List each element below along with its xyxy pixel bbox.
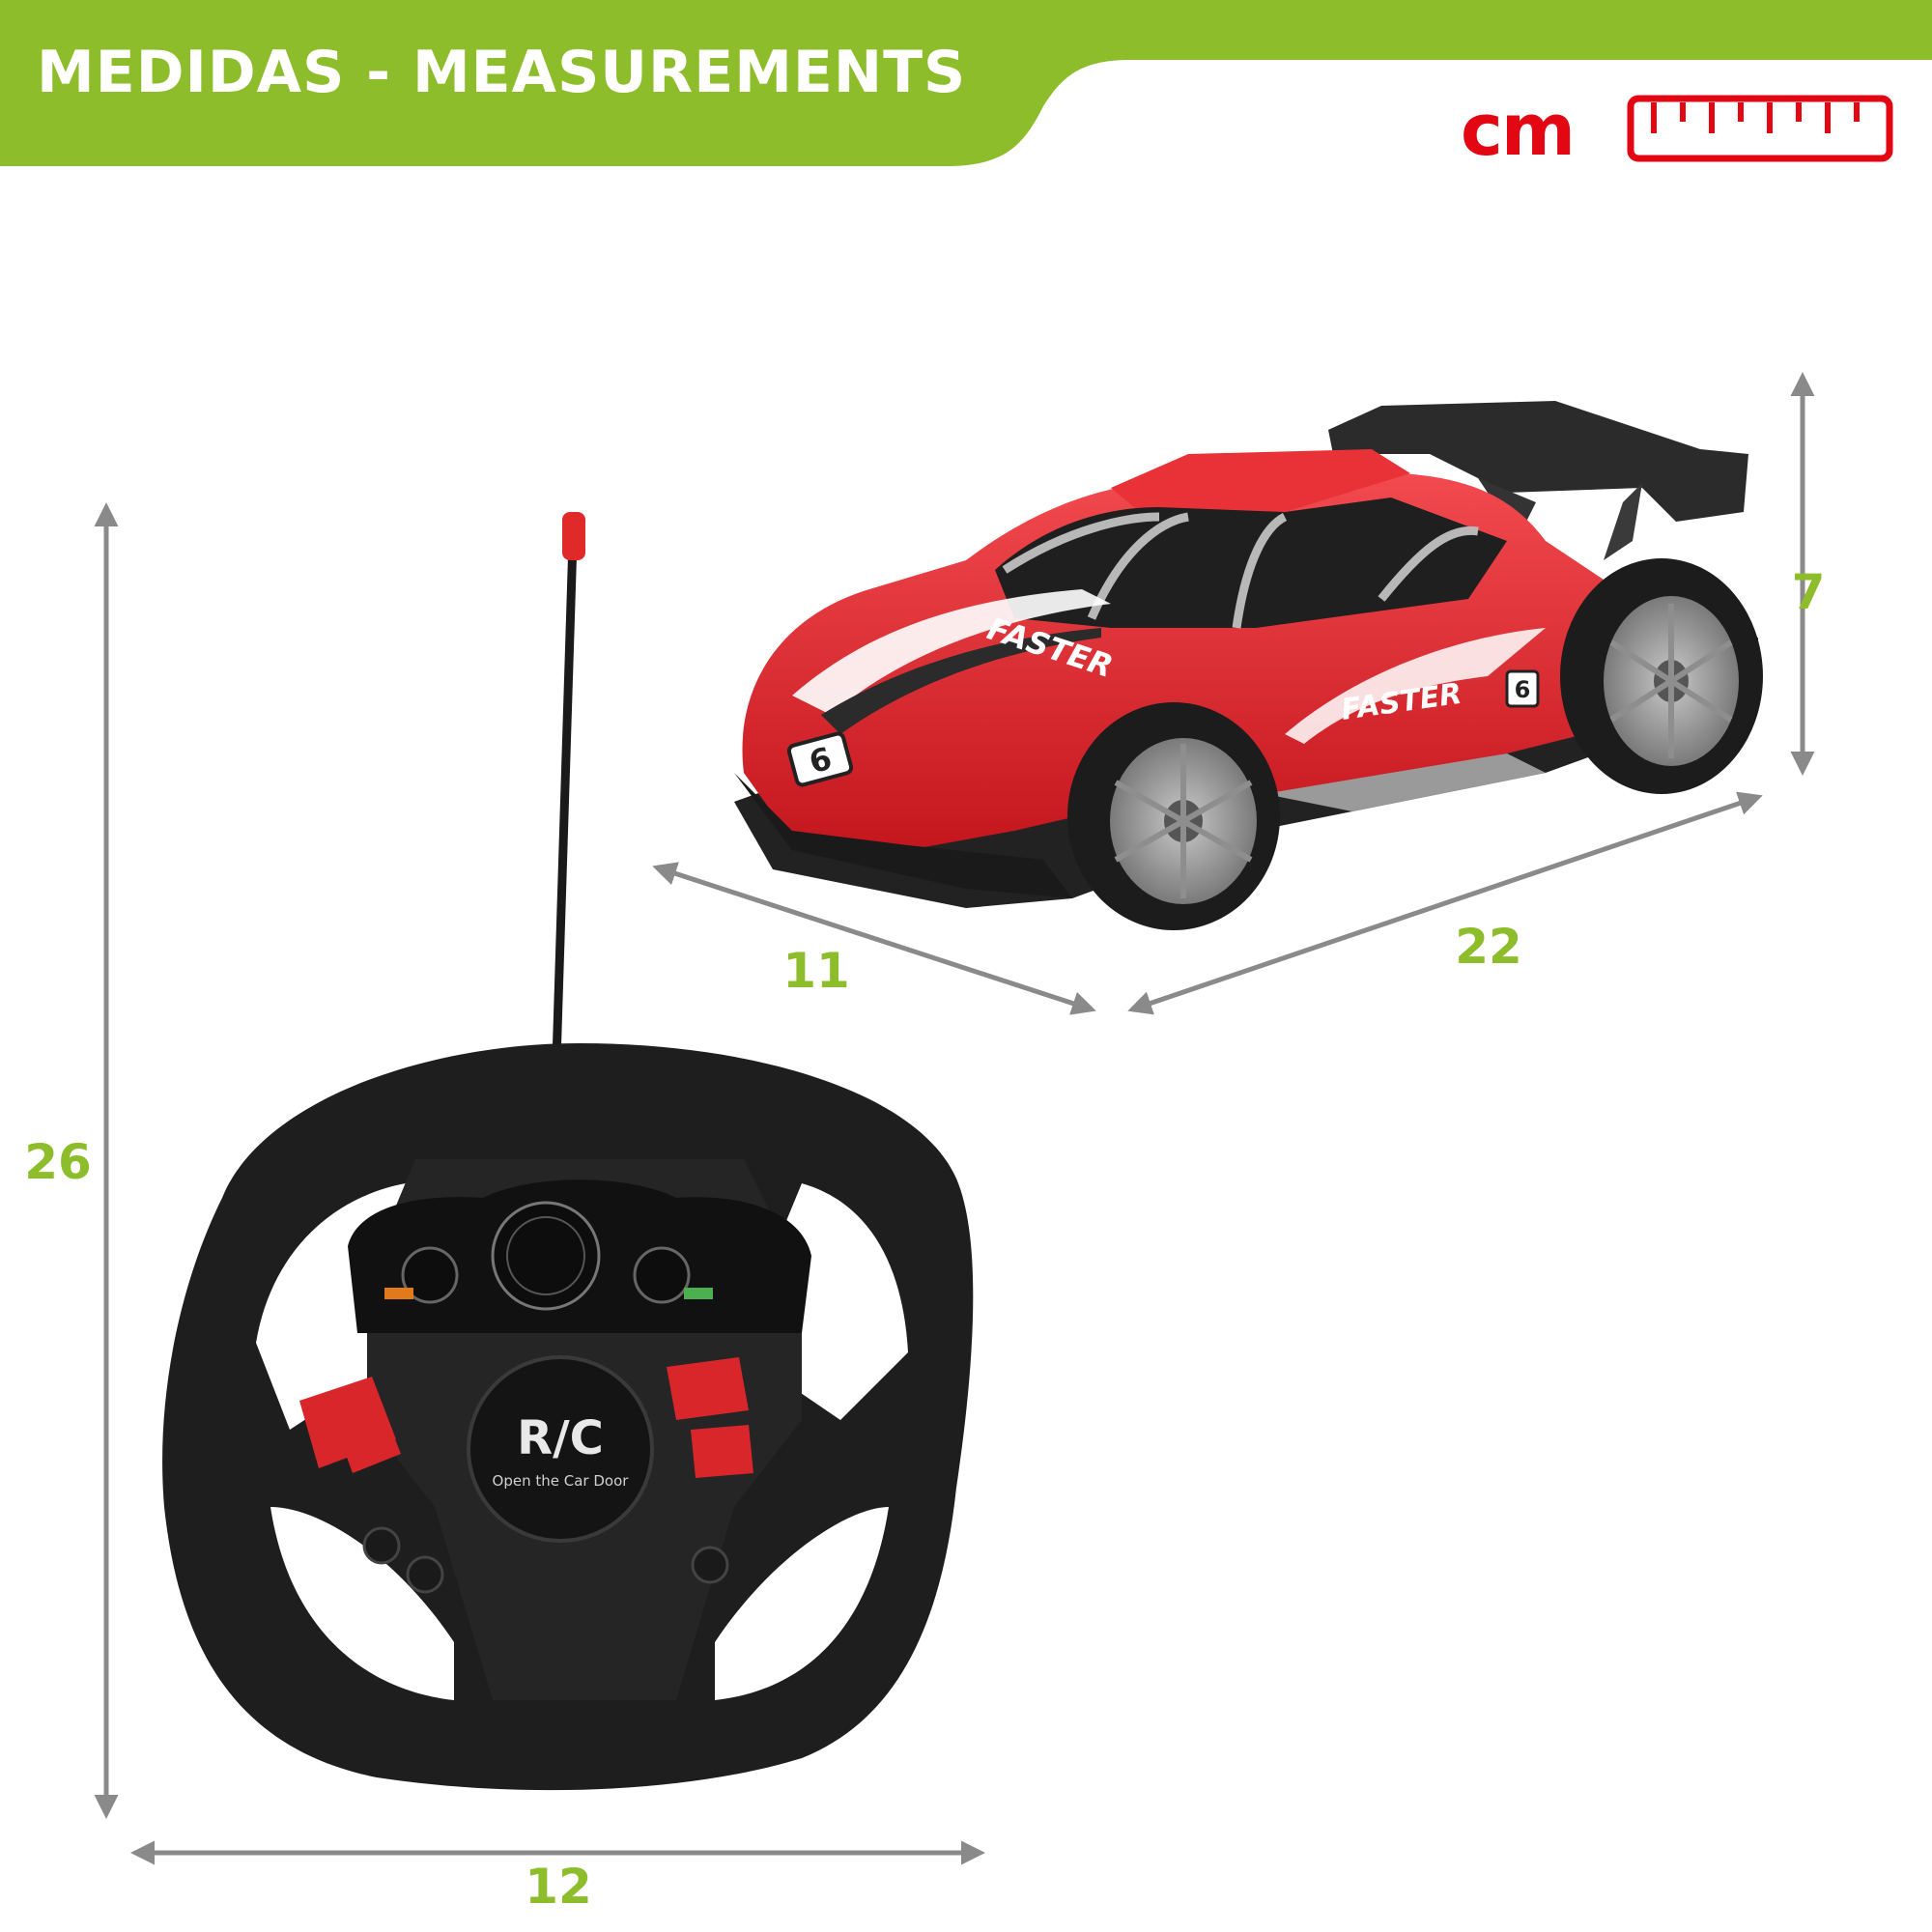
header-banner <box>0 0 1932 166</box>
rear-wheel <box>1560 558 1763 794</box>
car-width-arrow <box>652 862 1096 1015</box>
unit-label: cm <box>1461 89 1576 172</box>
controller-center-sublabel: Open the Car Door <box>493 1472 630 1490</box>
controller-width-label: 12 <box>525 1859 592 1915</box>
rc-car: 6 6 FASTER FASTER <box>734 401 1763 930</box>
page-title: MEDIDAS - MEASUREMENTS <box>37 39 967 106</box>
red-control-buttons <box>299 1357 753 1478</box>
car-length-label: 22 <box>1455 919 1522 975</box>
svg-text:6: 6 <box>1515 676 1531 703</box>
ruler-icon <box>1627 95 1893 162</box>
rc-steering-wheel-controller: R/C Open the Car Door <box>162 512 974 1791</box>
controller-center-label: R/C <box>517 1411 604 1465</box>
car-length-arrow <box>1127 791 1763 1015</box>
front-wheel <box>1067 702 1280 930</box>
car-height-label: 7 <box>1791 564 1826 620</box>
controller-height-label: 26 <box>24 1134 92 1190</box>
car-width-label: 11 <box>782 943 850 999</box>
